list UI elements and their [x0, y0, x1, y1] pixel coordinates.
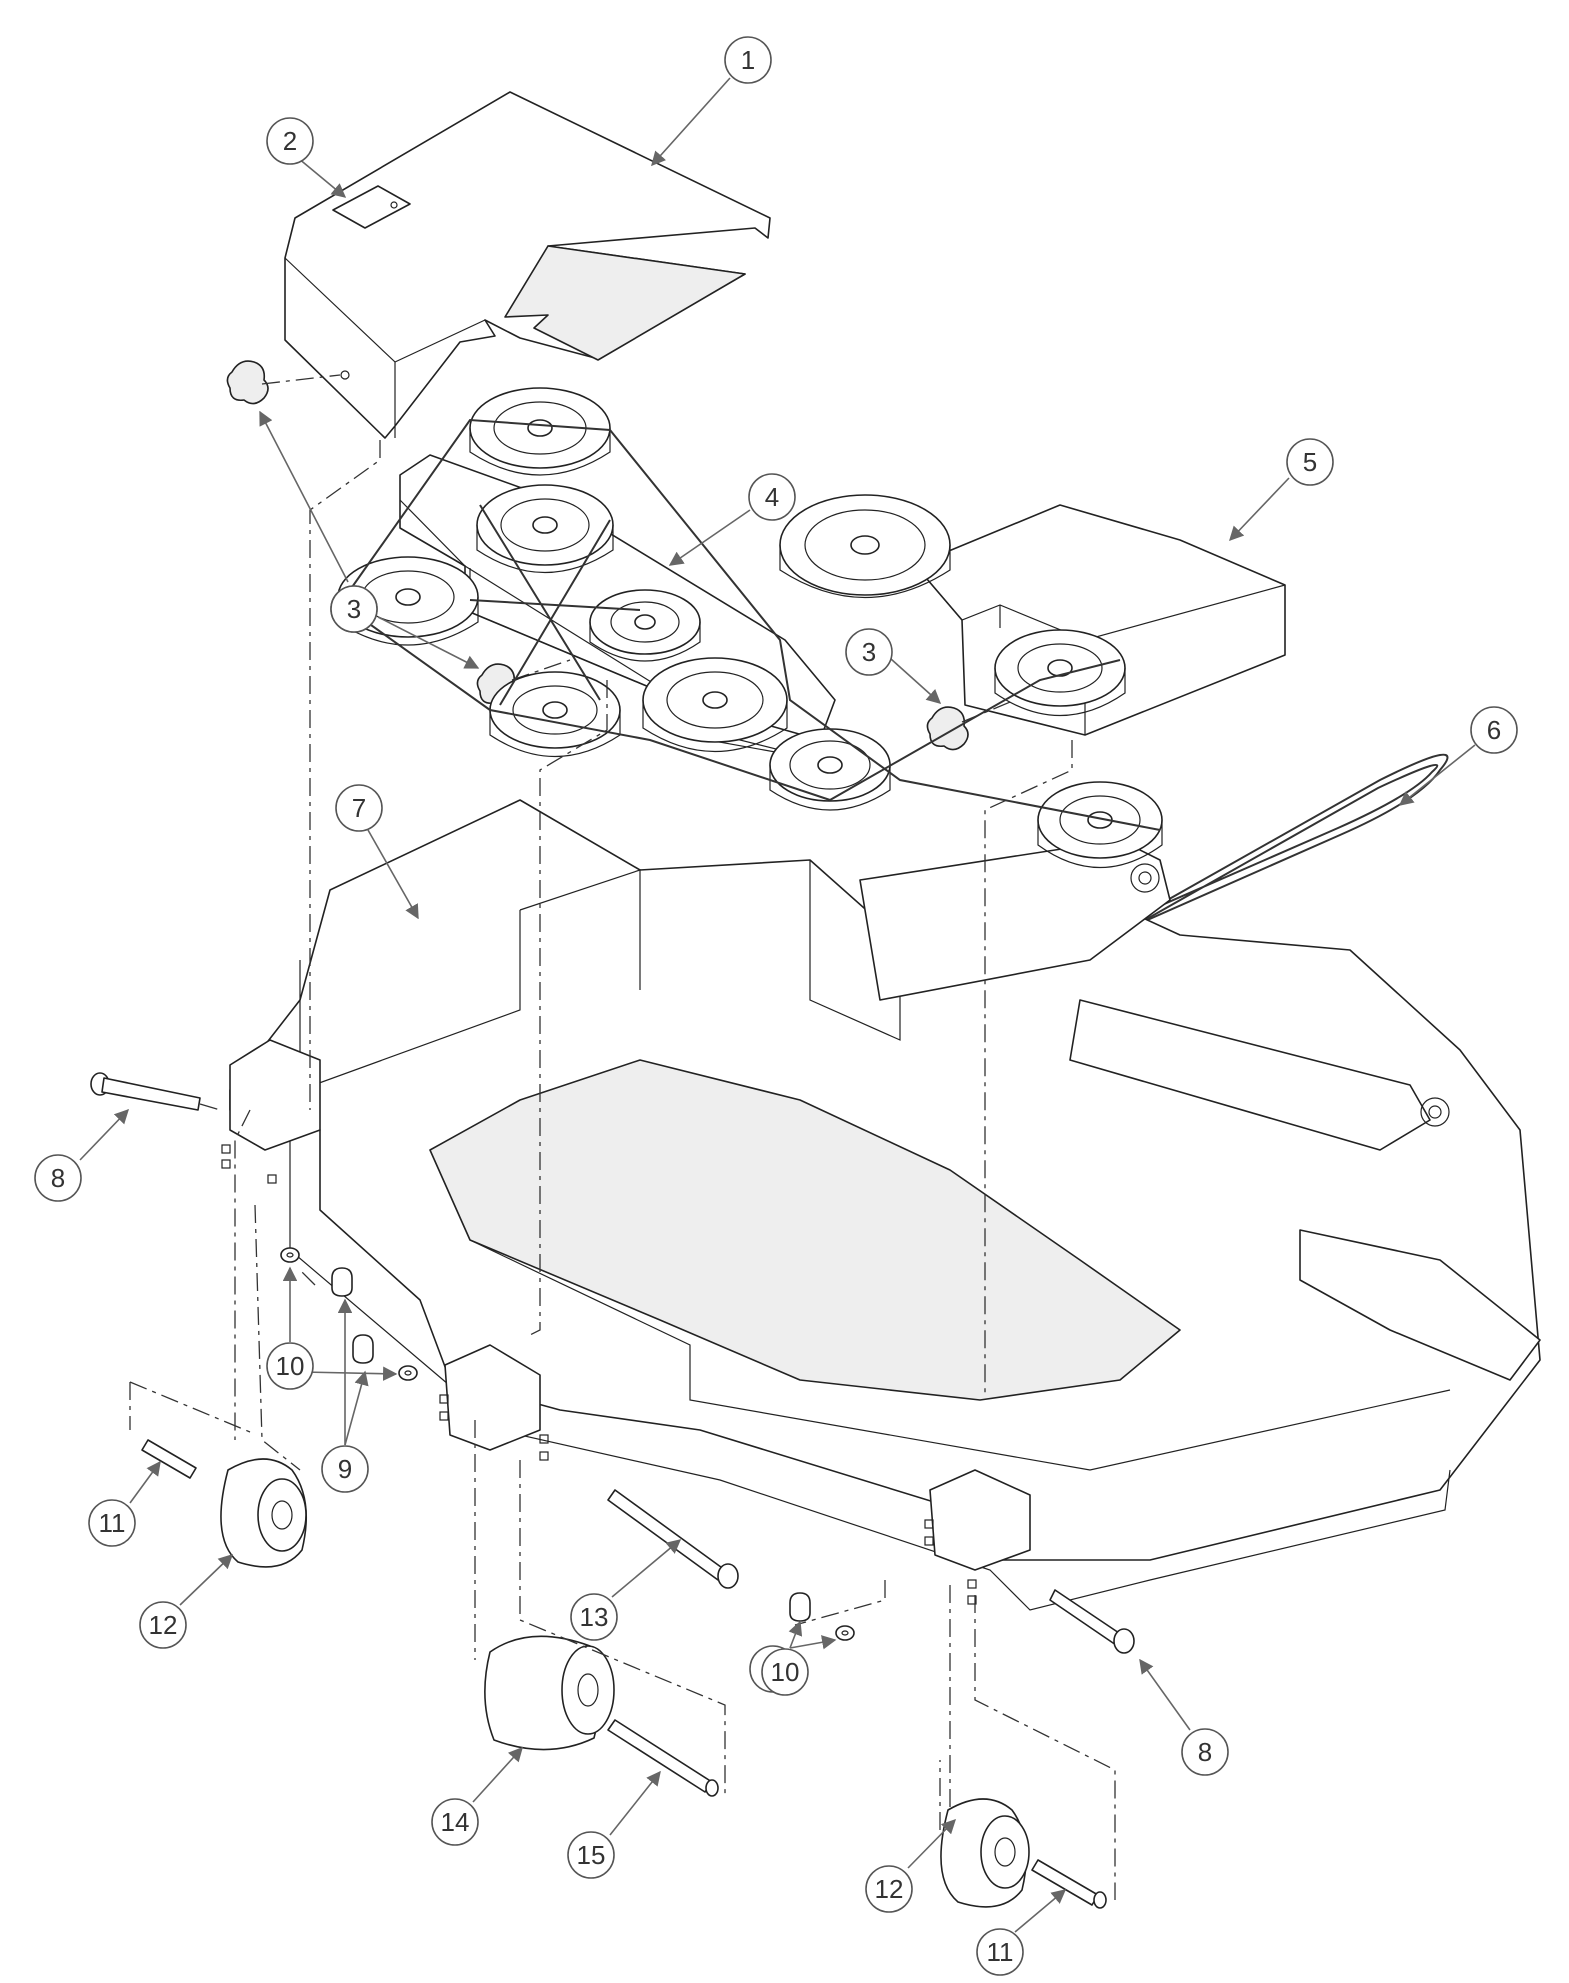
callout-label: 8: [1198, 1737, 1212, 1767]
callout-8: 8: [34, 1154, 82, 1202]
pulley: [589, 589, 701, 662]
knob-part-3-top: [226, 360, 341, 405]
wheel-part-12-right: [940, 1798, 1107, 1909]
pulley: [769, 728, 891, 811]
callout-12: 12: [139, 1601, 187, 1649]
hardware: [280, 1247, 855, 1641]
callout-label: 3: [862, 637, 876, 667]
callout-2: 2: [266, 117, 314, 165]
callout-8: 8: [1181, 1728, 1229, 1776]
decal-part-2: [332, 185, 411, 229]
callout-3: 3: [330, 585, 378, 633]
mower-belt-part-7: [349, 418, 1161, 831]
callout-label: 9: [338, 1454, 352, 1484]
bolt-part-8-right: [1049, 1589, 1135, 1654]
callout-leaders: [79, 77, 1476, 1933]
callout-label: 10: [771, 1657, 800, 1687]
bolt-part-8-left: [90, 1072, 221, 1111]
nut-part-9: [352, 1334, 374, 1364]
callout-label: 11: [987, 1937, 1014, 1967]
callout-label: 10: [276, 1351, 305, 1381]
callout-5: 5: [1286, 438, 1334, 486]
axle-bolt-part-13: [607, 1489, 739, 1589]
callout-label: 6: [1487, 715, 1501, 745]
callout-label: 12: [149, 1610, 178, 1640]
callout-10: 10: [761, 1648, 809, 1696]
callout-11: 11: [88, 1499, 136, 1547]
callout-9: 9: [321, 1445, 369, 1493]
callout-label: 1: [741, 45, 755, 75]
pulley: [476, 484, 614, 573]
callout-label: 15: [577, 1840, 606, 1870]
nut-part-9: [331, 1267, 353, 1297]
pulley: [642, 657, 788, 752]
callout-6: 6: [1470, 706, 1518, 754]
washer-part-10: [835, 1625, 855, 1641]
washer-part-10: [280, 1247, 300, 1263]
mower-deck: [221, 799, 1541, 1611]
callout-14: 14: [431, 1798, 479, 1846]
callout-7: 7: [335, 784, 383, 832]
callout-13: 13: [570, 1593, 618, 1641]
callout-1: 1: [724, 36, 772, 84]
callout-label: 5: [1303, 447, 1317, 477]
assembly-lines: [234, 440, 1116, 1900]
callout-label: 2: [283, 126, 297, 156]
cover-panel-part-1: [284, 91, 771, 439]
callout-label: 7: [352, 793, 366, 823]
callout-label: 3: [347, 594, 361, 624]
drive-belt-part-6: [759, 753, 1449, 1139]
callout-label: 12: [875, 1874, 904, 1904]
callout-label: 11: [99, 1508, 126, 1538]
callout-11: 11: [976, 1928, 1024, 1976]
pulley: [469, 387, 611, 476]
callout-15: 15: [567, 1831, 615, 1879]
wheel-part-12-left: [129, 1381, 307, 1568]
callout-label: 13: [580, 1602, 609, 1632]
callout-label: 4: [765, 482, 779, 512]
wheel-part-14-middle: [484, 1635, 719, 1797]
callout-4: 4: [748, 473, 796, 521]
callout-10: 10: [266, 1342, 314, 1390]
callout-label: 8: [51, 1163, 65, 1193]
callout-12: 12: [865, 1865, 913, 1913]
pulley-set: [337, 387, 1163, 869]
nut-part-9: [789, 1592, 811, 1622]
callout-label: 14: [441, 1807, 470, 1837]
pulley: [779, 494, 951, 599]
washer-part-10: [398, 1365, 418, 1381]
callout-3: 3: [845, 628, 893, 676]
